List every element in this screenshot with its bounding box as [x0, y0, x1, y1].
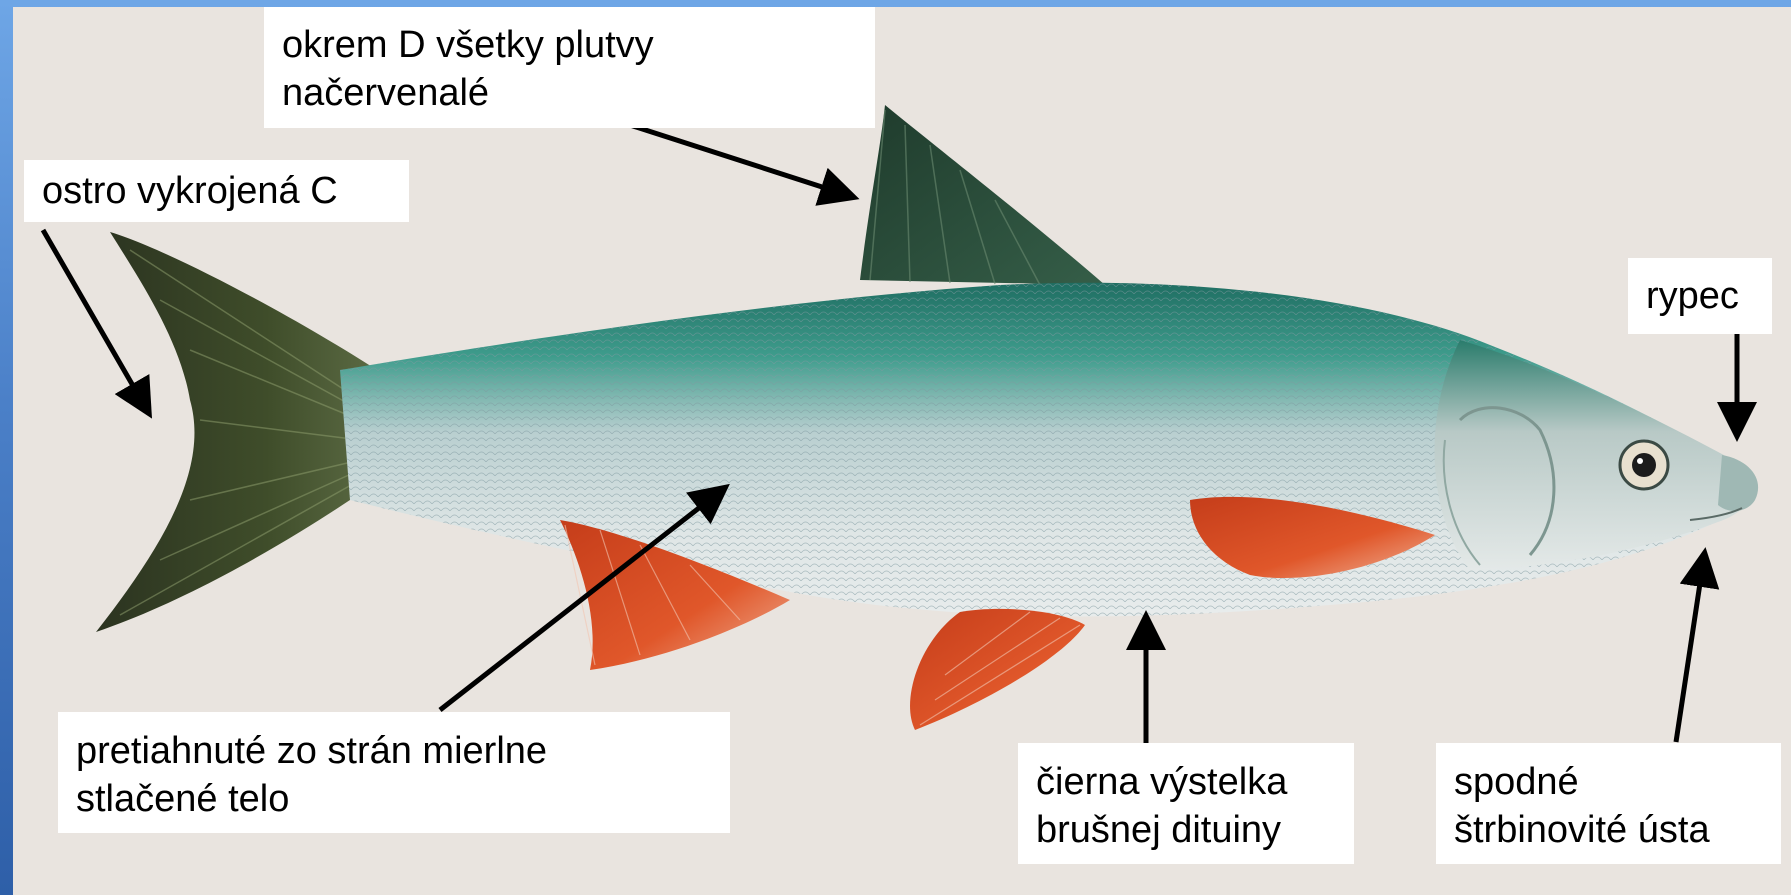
label-tail-fin-line-1: ostro vykrojená C	[42, 167, 391, 215]
label-belly-lining: čierna výstelka brušnej dituiny	[1018, 743, 1354, 864]
label-dorsal-fin-line-2: načervenalé	[282, 69, 857, 117]
arrow-dorsal	[602, 116, 850, 196]
label-snout-line-1: rypec	[1646, 272, 1754, 320]
fish-snout	[1718, 455, 1758, 511]
arrow-mouth	[1676, 557, 1704, 742]
label-mouth: spodné štrbinovité ústa	[1436, 743, 1781, 864]
label-dorsal-fin: okrem D všetky plutvy načervenalé	[264, 7, 875, 128]
label-body: pretiahnuté zo strán mierlne stlačené te…	[58, 712, 730, 833]
pelvic-fin	[910, 609, 1085, 730]
label-mouth-line-2: štrbinovité ústa	[1454, 806, 1763, 854]
label-snout: rypec	[1628, 258, 1772, 334]
label-tail-fin: ostro vykrojená C	[24, 160, 409, 222]
label-belly-lining-line-2: brušnej dituiny	[1036, 806, 1336, 854]
label-belly-lining-line-1: čierna výstelka	[1036, 758, 1336, 806]
label-dorsal-fin-line-1: okrem D všetky plutvy	[282, 21, 857, 69]
label-body-line-1: pretiahnuté zo strán mierlne	[76, 727, 712, 775]
label-mouth-line-1: spodné	[1454, 758, 1763, 806]
tail-fin	[96, 232, 380, 632]
dorsal-fin	[860, 105, 1105, 285]
label-body-line-2: stlačené telo	[76, 775, 712, 823]
fish-head	[1435, 340, 1754, 570]
